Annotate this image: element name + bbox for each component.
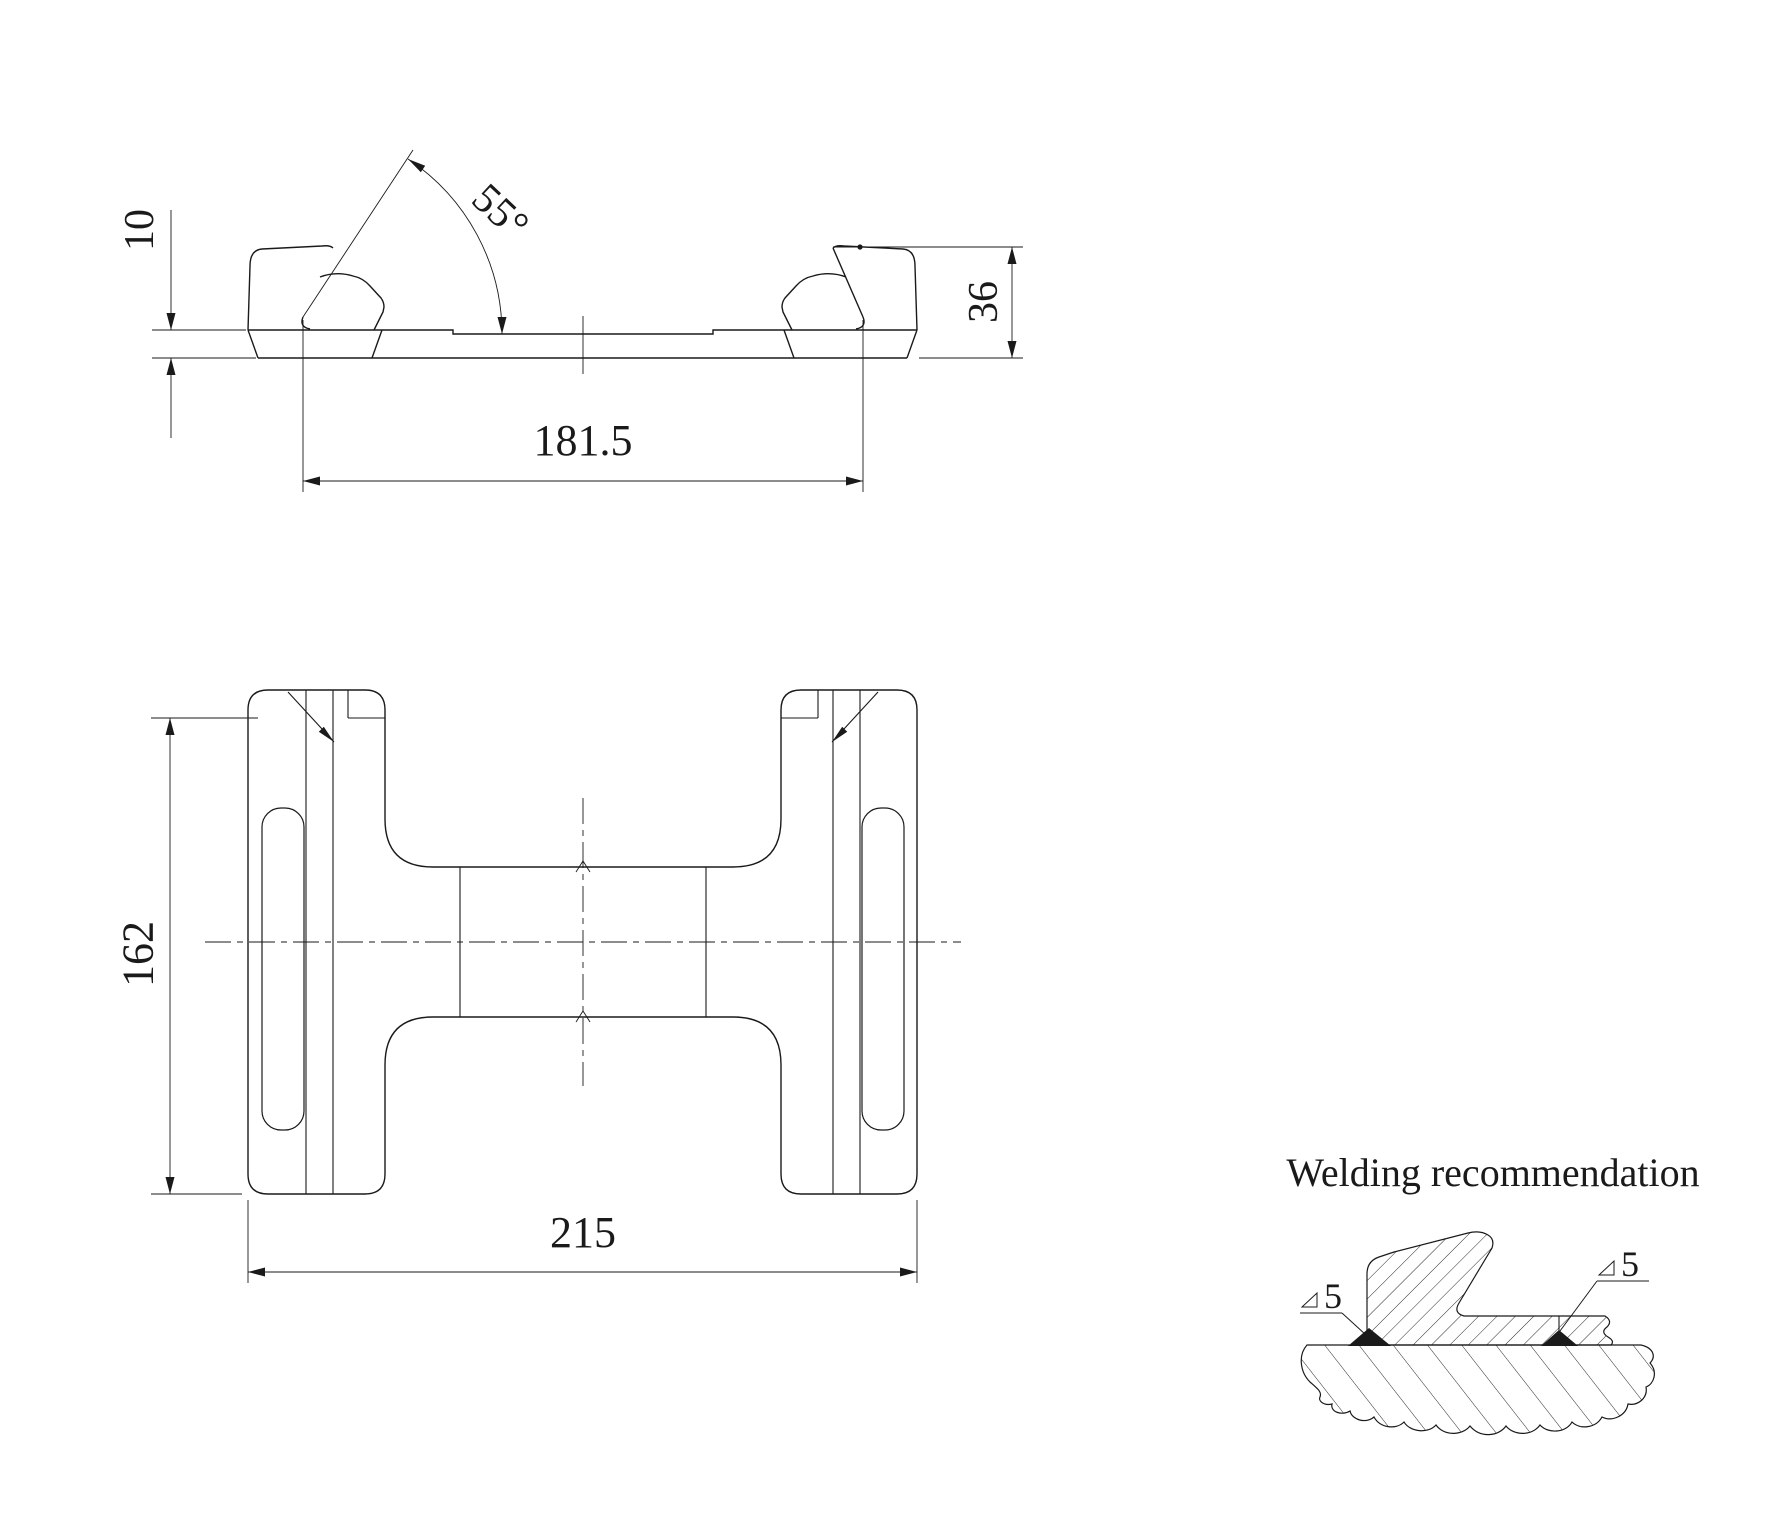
left-hook-foot xyxy=(247,329,383,359)
weld-part-profile xyxy=(1366,1231,1614,1346)
fillet-weld-right xyxy=(1541,1330,1578,1346)
dim-ext-line xyxy=(152,329,256,359)
dim-hook-spacing: 181.5 xyxy=(302,320,864,492)
dim-arrow xyxy=(166,358,176,375)
angle-arc xyxy=(407,158,503,335)
weld-callout-right: 5 xyxy=(1559,1244,1649,1332)
weld-base-plate xyxy=(1300,1344,1655,1436)
left-hook-wall xyxy=(247,245,334,331)
right-hook-ear xyxy=(781,273,847,331)
dim-value-hook-angle: 55° xyxy=(463,175,537,249)
plan-chamfer-marks xyxy=(287,691,879,743)
dim-arrow xyxy=(900,1267,917,1277)
dim-value-body-width: 215 xyxy=(550,1208,616,1257)
angle-construction-line xyxy=(302,149,414,318)
dim-arrow xyxy=(165,1177,175,1194)
right-hook-face xyxy=(832,247,864,318)
dim-plate-thickness: 10 xyxy=(117,209,256,438)
dim-arrow xyxy=(303,476,320,486)
dim-value-total-height: 36 xyxy=(961,281,1007,323)
section-plate xyxy=(248,329,917,359)
dim-arrow xyxy=(497,317,507,334)
plan-right-slot xyxy=(861,807,905,1131)
dim-arrow xyxy=(166,313,176,330)
chamfer-arrow xyxy=(832,726,848,742)
dim-value-body-height: 162 xyxy=(114,921,163,987)
plan-top-notches xyxy=(347,690,819,719)
right-hook-foot xyxy=(783,329,918,359)
weld-leader-line xyxy=(1341,1312,1367,1336)
plan-outline xyxy=(247,689,918,1195)
fillet-weld-left xyxy=(1348,1328,1391,1346)
dim-arrow xyxy=(248,1267,265,1277)
dim-ext-line xyxy=(833,246,1023,359)
dim-ext-line xyxy=(302,320,864,492)
right-hook-wall xyxy=(832,245,918,331)
centerline-tick xyxy=(575,1010,591,1023)
plate-top-line xyxy=(248,329,917,335)
weld-size-label: 5 xyxy=(1621,1244,1639,1284)
centerline-tick xyxy=(575,860,591,873)
dim-ext-line xyxy=(151,717,258,1195)
weld-size-label: 5 xyxy=(1324,1276,1342,1316)
plan-left-slot xyxy=(261,807,305,1131)
left-hook-ear xyxy=(319,273,385,331)
dim-ext-line xyxy=(247,1200,918,1283)
dim-body-height: 162 xyxy=(114,717,258,1195)
section-right-hook xyxy=(781,245,918,359)
dim-arrow xyxy=(846,476,863,486)
fillet-weld-symbol-icon xyxy=(1300,1291,1318,1308)
weld-callout-left: 5 xyxy=(1300,1276,1367,1336)
weld-detail: Welding recommendation 5 5 xyxy=(1286,1150,1700,1436)
dim-total-height: 36 xyxy=(833,244,1023,359)
dim-arrow xyxy=(165,718,175,735)
section-left-hook xyxy=(247,245,385,359)
section-view: 10 55° 36 181.5 xyxy=(117,149,1023,492)
chamfer-arrow xyxy=(318,726,334,742)
dim-origin-dot xyxy=(857,244,863,250)
weld-detail-title: Welding recommendation xyxy=(1286,1150,1699,1195)
weld-leader-line xyxy=(1559,1280,1598,1332)
plan-view: 162 215 xyxy=(114,689,961,1283)
fillet-weld-symbol-icon xyxy=(1597,1259,1615,1276)
dim-arrow xyxy=(1007,341,1017,358)
dim-value-plate-thickness: 10 xyxy=(117,209,163,251)
plan-centerlines xyxy=(205,798,961,1086)
dim-body-width: 215 xyxy=(247,1200,918,1283)
dim-value-hook-spacing: 181.5 xyxy=(534,416,633,465)
dim-arrow xyxy=(1007,247,1017,264)
dim-hook-angle: 55° xyxy=(302,149,537,335)
dim-arrow xyxy=(408,159,426,173)
